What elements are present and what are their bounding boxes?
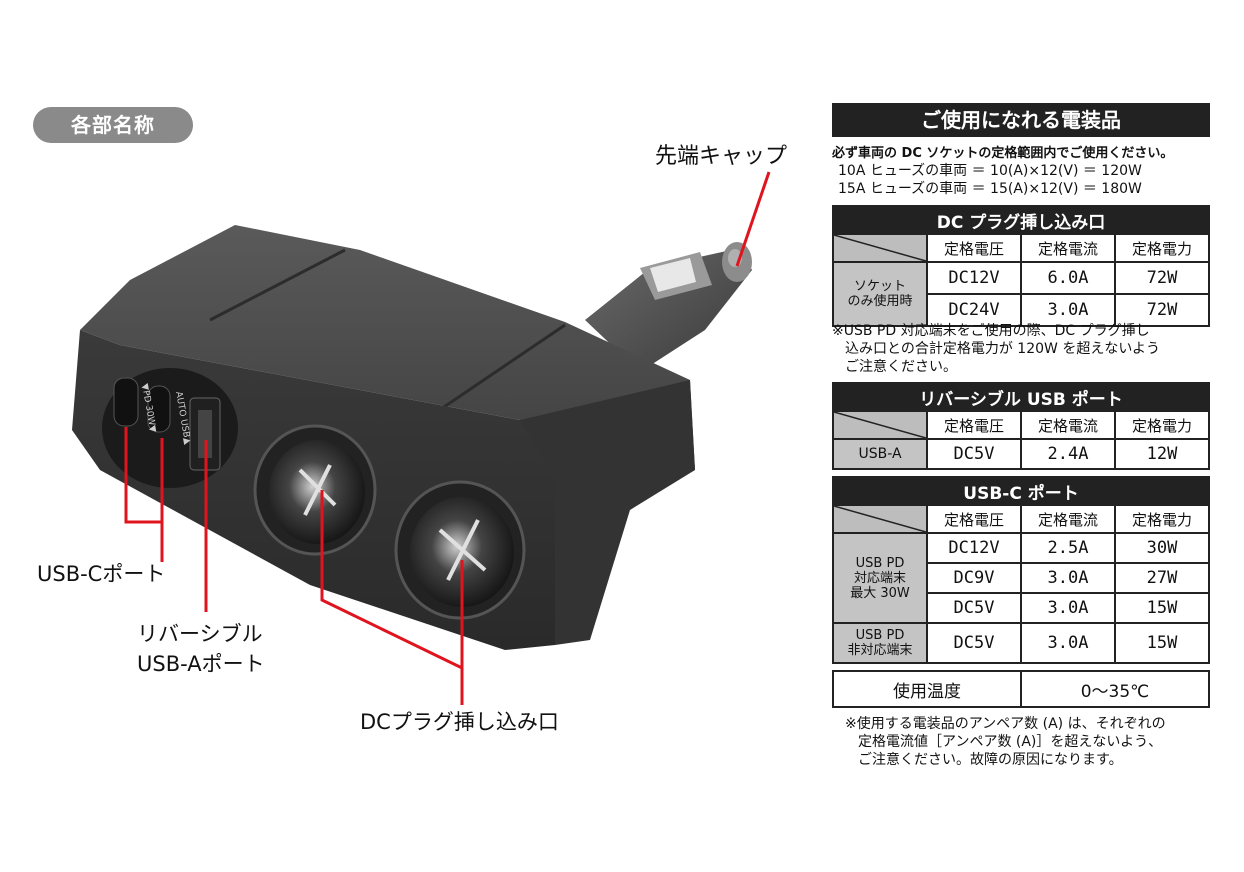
- intro-line-1: 必ず車両の DC ソケットの定格範囲内でご使用ください。: [832, 146, 1174, 161]
- table-corner: [832, 410, 928, 440]
- dc-cell: 3.0A: [1020, 293, 1116, 327]
- usba-header-current: 定格電流: [1020, 410, 1116, 440]
- dc-socket-2: [394, 480, 526, 620]
- section-label: 各部名称: [33, 107, 193, 143]
- dc-cell: 72W: [1114, 293, 1210, 327]
- usbc-nonpd-label-2: 非対応端末: [847, 643, 913, 658]
- callout-usb-a-line2: USB-Aポート: [137, 652, 265, 676]
- usbc-cell: 3.0A: [1020, 562, 1116, 594]
- usbc-header-voltage: 定格電圧: [926, 504, 1022, 534]
- dc-row-label: ソケット のみ使用時: [832, 261, 928, 327]
- usbc-cell: 30W: [1114, 532, 1210, 564]
- callout-tip-cap: 先端キャップ: [655, 144, 788, 169]
- dc-header-current: 定格電流: [1020, 233, 1116, 263]
- usbc-pd-label-2: 対応端末: [853, 570, 906, 586]
- dc-header-voltage: 定格電圧: [926, 233, 1022, 263]
- usbc-cell: 3.0A: [1020, 622, 1116, 664]
- dc-header-power: 定格電力: [1114, 233, 1210, 263]
- usba-header-voltage: 定格電圧: [926, 410, 1022, 440]
- usba-cell: DC5V: [926, 438, 1022, 470]
- intro-line-3: 15A ヒューズの車両 ＝ 15(A)×12(V) ＝ 180W: [838, 181, 1142, 197]
- callout-lines: [124, 171, 771, 705]
- usbc-pd-label-1: USB PD: [855, 555, 905, 571]
- usba-table-title: リバーシブル USB ポート: [832, 382, 1210, 412]
- callout-usb-a-line1: リバーシブル: [137, 622, 263, 646]
- usbc-cell: 3.0A: [1020, 592, 1116, 624]
- usba-header-power: 定格電力: [1114, 410, 1210, 440]
- dc-note-line-2: 込み口との合計定格電力が 120W を超えないよう: [845, 341, 1161, 357]
- usbc-cell: 15W: [1114, 592, 1210, 624]
- usb-panel: [102, 368, 238, 488]
- dc-cell: DC24V: [926, 293, 1022, 327]
- usbc-cell: DC5V: [926, 592, 1022, 624]
- dc-table-title: DC プラグ挿し込み口: [832, 205, 1210, 235]
- dc-note-line-3: ご注意ください。: [845, 359, 957, 375]
- footer-note-line-2: 定格電流値［アンペア数 (A)］を超えないよう、: [858, 734, 1163, 750]
- usbc-cell: DC12V: [926, 532, 1022, 564]
- dc-cell: 6.0A: [1020, 261, 1116, 295]
- callout-dc-socket: DCプラグ挿し込み口: [360, 710, 559, 734]
- usbc-cell: 15W: [1114, 622, 1210, 664]
- plug-shaft: [585, 248, 752, 372]
- usbc-header-power: 定格電力: [1114, 504, 1210, 534]
- dc-socket-spec-table: DC プラグ挿し込み口 定格電圧 定格電流 定格電力 ソケット のみ使用時 DC…: [832, 205, 1210, 327]
- usbc-nonpd-label: USB PD 非対応端末: [832, 622, 928, 664]
- usba-cell: 2.4A: [1020, 438, 1116, 470]
- temp-label: 使用温度: [832, 670, 1022, 708]
- car-socket-adapter-illustration: ▼PD 30W▼ AUTO USB▲: [72, 171, 771, 705]
- footer-note-line-1: ※使用する電装品のアンペア数 (A) は、それぞれの: [845, 716, 1166, 732]
- dc-cell: 72W: [1114, 261, 1210, 295]
- usb-c-spec-table: USB-C ポート 定格電圧 定格電流 定格電力 USB PD 対応端末 最大 …: [832, 476, 1210, 664]
- usbc-cell: 2.5A: [1020, 532, 1116, 564]
- usbc-pd-label-3: 最大 30W: [850, 585, 910, 601]
- dc-socket-1: [253, 424, 377, 556]
- dc-row-label-2: のみ使用時: [847, 294, 913, 309]
- usba-cell: 12W: [1114, 438, 1210, 470]
- dc-row-label-1: ソケット: [853, 279, 906, 294]
- callout-usb-c: USB-Cポート: [37, 562, 166, 586]
- adapter-body-side: [520, 380, 695, 645]
- usbc-nonpd-label-1: USB PD: [855, 628, 905, 643]
- usbc-cell: DC9V: [926, 562, 1022, 594]
- usb-a-spec-table: リバーシブル USB ポート 定格電圧 定格電流 定格電力 USB-A DC5V…: [832, 382, 1210, 470]
- operating-temperature-table: 使用温度 0〜35℃: [832, 670, 1210, 708]
- dc-cell: DC12V: [926, 261, 1022, 295]
- usbc-table-title: USB-C ポート: [832, 476, 1210, 506]
- usba-row-label: USB-A: [832, 438, 928, 470]
- table-corner: [832, 233, 928, 263]
- intro-line-2: 10A ヒューズの車両 ＝ 10(A)×12(V) ＝ 120W: [838, 163, 1142, 179]
- temp-value: 0〜35℃: [1020, 670, 1210, 708]
- dc-note-line-1: ※USB PD 対応端末をご使用の際、DC プラグ挿し: [832, 323, 1150, 339]
- footer-note-line-3: ご注意ください。故障の原因になります。: [858, 752, 1123, 768]
- compatible-devices-header: ご使用になれる電装品: [832, 103, 1210, 137]
- usbc-cell: DC5V: [926, 622, 1022, 664]
- usbc-pd-label: USB PD 対応端末 最大 30W: [832, 532, 928, 624]
- usbc-header-current: 定格電流: [1020, 504, 1116, 534]
- usbc-cell: 27W: [1114, 562, 1210, 594]
- table-corner: [832, 504, 928, 534]
